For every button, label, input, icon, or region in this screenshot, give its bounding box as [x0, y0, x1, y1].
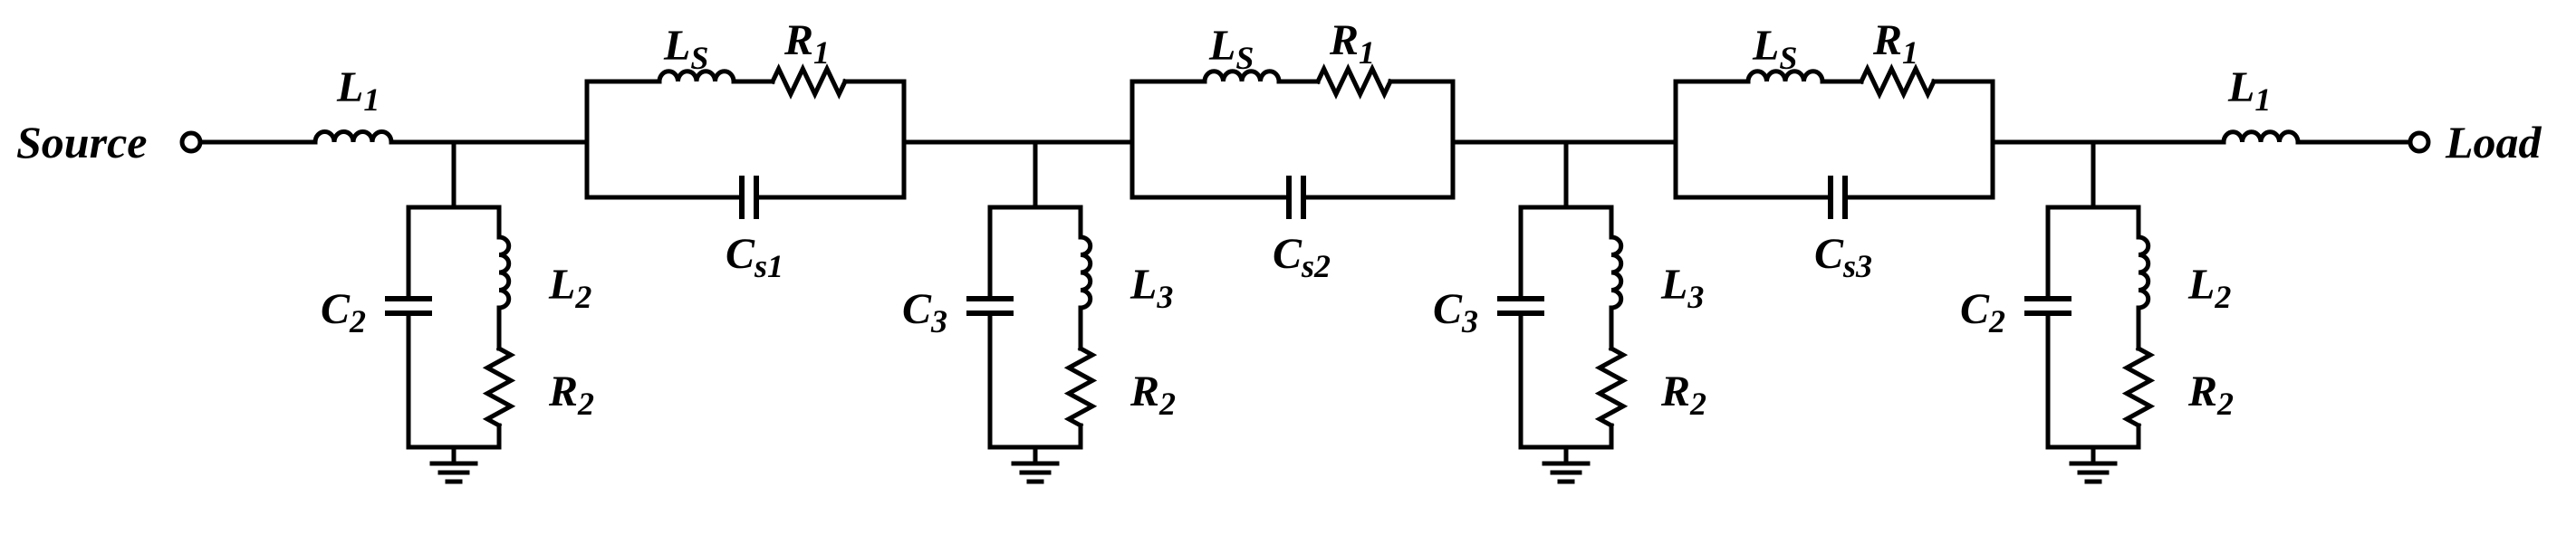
- ground-symbol: [1542, 444, 1591, 484]
- label-l1-output: L1: [2227, 63, 2271, 118]
- label-l1-input: L1: [336, 63, 380, 118]
- label-r1: R1: [1872, 16, 1918, 71]
- label-cs: Cs3: [1814, 230, 1872, 284]
- resistor-r1-symbol: [769, 63, 849, 100]
- load-terminal: Load: [2408, 117, 2542, 167]
- label-shunt-l: L2: [2187, 261, 2231, 315]
- label-shunt-r: R2: [1660, 368, 1706, 422]
- inductor-ls-symbol: [657, 69, 736, 84]
- inductor-shunt-symbol: [496, 234, 512, 310]
- resistor-r1-symbol: [1858, 63, 1937, 100]
- resistor-shunt-symbol: [1594, 345, 1629, 429]
- label-cs: Cs1: [726, 230, 783, 284]
- label-ls: LS: [663, 22, 708, 76]
- label-ls: LS: [1752, 22, 1797, 76]
- inductor-shunt-symbol: [2136, 234, 2151, 310]
- label-shunt-r: R2: [548, 368, 594, 422]
- label-shunt-l: L3: [1660, 261, 1704, 315]
- label-ls: LS: [1208, 22, 1254, 76]
- label-cs: Cs2: [1273, 230, 1331, 284]
- label-r1: R1: [783, 16, 830, 71]
- label-shunt-c: C3: [902, 285, 947, 339]
- ground-symbol: [2069, 444, 2118, 484]
- series-inductor-l1-input: L1: [197, 63, 394, 145]
- resistor-shunt-symbol: [1063, 345, 1098, 429]
- resistor-shunt-symbol: [482, 345, 516, 429]
- load-label: Load: [2445, 117, 2542, 167]
- inductor-ls-symbol: [1202, 69, 1282, 84]
- ground-symbol: [1011, 444, 1060, 484]
- label-shunt-c: C2: [321, 285, 366, 339]
- resistor-shunt-symbol: [2121, 345, 2156, 429]
- source-label: Source: [16, 117, 147, 167]
- ground-symbol: [429, 444, 478, 484]
- inductor-l1-symbol: [312, 129, 394, 145]
- source-terminal: Source: [16, 117, 203, 167]
- inductor-l1-symbol: [2221, 129, 2301, 145]
- resistor-r1-symbol: [1314, 63, 1394, 100]
- label-shunt-r: R2: [2187, 368, 2234, 422]
- inductor-shunt-symbol: [1078, 234, 1093, 310]
- inductor-shunt-symbol: [1609, 234, 1624, 310]
- label-shunt-r: R2: [1129, 368, 1176, 422]
- label-shunt-l: L3: [1129, 261, 1173, 315]
- label-shunt-l: L2: [548, 261, 591, 315]
- load-terminal-circle: [2408, 130, 2431, 154]
- label-r1: R1: [1329, 16, 1375, 71]
- inductor-ls-symbol: [1745, 69, 1825, 84]
- series-inductor-l1-output: L1: [1990, 63, 2413, 145]
- label-shunt-c: C2: [1960, 285, 2005, 339]
- label-shunt-c: C3: [1433, 285, 1478, 339]
- source-terminal-circle: [179, 130, 203, 154]
